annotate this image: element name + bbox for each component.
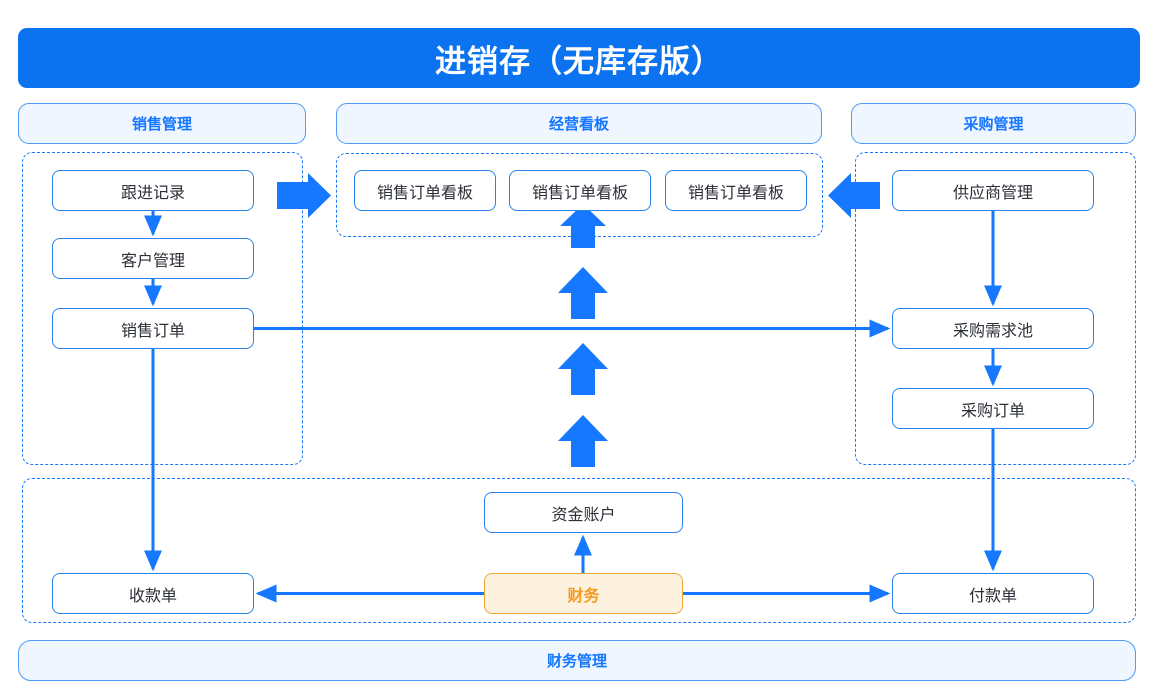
node-sales-order-board-1-label: 销售订单看板 — [376, 184, 473, 202]
page-title: 进销存（无库存版） — [435, 43, 723, 79]
node-payment-voucher-label: 付款单 — [968, 587, 1017, 605]
sales-to-board-arrow — [277, 173, 331, 218]
section-header-sales[interactable]: 销售管理 — [18, 103, 306, 144]
node-sales-order[interactable]: 销售订单 — [52, 308, 254, 349]
node-purchase-order[interactable]: 采购订单 — [892, 388, 1094, 429]
node-purchase-demand-pool-label: 采购需求池 — [952, 322, 1033, 340]
node-purchase-demand-pool[interactable]: 采购需求池 — [892, 308, 1094, 349]
section-header-board[interactable]: 经营看板 — [336, 103, 822, 144]
node-follow-record[interactable]: 跟进记录 — [52, 170, 254, 211]
group-container-finance — [22, 478, 1136, 623]
section-header-board-label: 经营看板 — [548, 116, 609, 133]
node-follow-record-label: 跟进记录 — [120, 184, 185, 202]
node-sales-order-board-3-label: 销售订单看板 — [687, 184, 784, 202]
group-container-sales — [22, 152, 303, 465]
node-supplier-management-label: 供应商管理 — [952, 184, 1033, 202]
finance-to-board-arrow-1 — [560, 204, 606, 248]
section-header-purchasing-label: 采购管理 — [963, 116, 1024, 133]
node-finance-label: 财务 — [567, 587, 600, 605]
node-sales-order-board-1[interactable]: 销售订单看板 — [354, 170, 496, 211]
node-sales-order-board-3[interactable]: 销售订单看板 — [665, 170, 807, 211]
node-sales-order-board-2[interactable]: 销售订单看板 — [509, 170, 651, 211]
node-payment-voucher[interactable]: 付款单 — [892, 573, 1094, 614]
node-fund-account[interactable]: 资金账户 — [484, 492, 683, 533]
section-header-finance[interactable]: 财务管理 — [18, 640, 1136, 681]
node-sales-order-board-2-label: 销售订单看板 — [531, 184, 628, 202]
finance-to-board-arrow-3 — [558, 343, 608, 395]
purchasing-to-board-arrow — [828, 173, 880, 218]
finance-to-board-arrow-2 — [558, 267, 608, 319]
group-container-purchasing — [855, 152, 1136, 465]
node-customer-management[interactable]: 客户管理 — [52, 238, 254, 279]
section-header-purchasing[interactable]: 采购管理 — [851, 103, 1136, 144]
node-receipt-voucher-label: 收款单 — [128, 587, 177, 605]
section-header-sales-label: 销售管理 — [131, 116, 192, 133]
node-purchase-order-label: 采购订单 — [960, 402, 1025, 420]
section-header-finance-label: 财务管理 — [546, 653, 607, 670]
node-receipt-voucher[interactable]: 收款单 — [52, 573, 254, 614]
node-customer-management-label: 客户管理 — [120, 252, 185, 270]
finance-to-board-arrow-4 — [558, 415, 608, 467]
page-title-banner: 进销存（无库存版） — [18, 28, 1140, 88]
group-container-board — [336, 153, 823, 237]
node-finance[interactable]: 财务 — [484, 573, 683, 614]
node-sales-order-label: 销售订单 — [120, 322, 185, 340]
node-supplier-management[interactable]: 供应商管理 — [892, 170, 1094, 211]
node-fund-account-label: 资金账户 — [551, 506, 616, 524]
